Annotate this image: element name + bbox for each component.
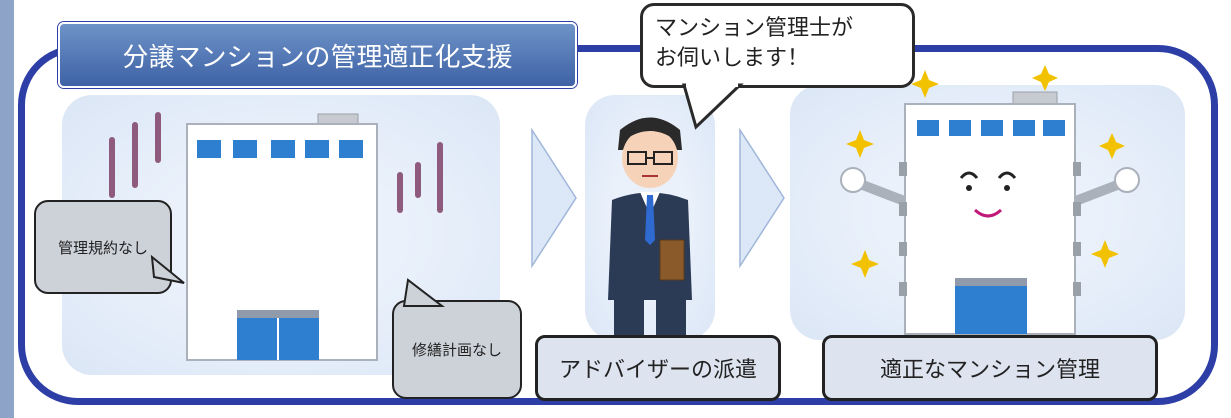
- advisor-dispatch-text: アドバイザーの派遣: [558, 358, 757, 383]
- speech-line-1: マンション管理士が: [655, 16, 854, 41]
- page-title: 分譲マンションの管理適正化支援: [58, 22, 577, 88]
- arrow-1-icon: [531, 127, 577, 269]
- outer-frame: [18, 45, 1218, 405]
- bubble-tail-icon: [402, 278, 445, 307]
- bubble-no-rules: 管理規約なし: [34, 200, 172, 294]
- bubble-tail-icon: [150, 254, 185, 284]
- sparkle-icon: [846, 65, 1125, 278]
- bubble-no-repair-plan-text: 修繕計画なし: [411, 341, 502, 359]
- proper-management-text: 適正なマンション管理: [879, 358, 1100, 383]
- left-edge-strip: [0, 0, 14, 418]
- page-title-text: 分譲マンションの管理適正化支援: [122, 42, 513, 73]
- advisor-person-icon: [608, 117, 692, 348]
- bubble-no-repair-plan: 修繕計画なし: [392, 300, 522, 399]
- arrow-2-icon: [739, 127, 785, 269]
- speech-line-2: お伺いします！: [655, 46, 810, 71]
- gloom-lines-icon: [109, 112, 443, 213]
- bubble-no-rules-text: 管理規約なし: [57, 238, 148, 257]
- happy-building-icon: [840, 91, 1140, 335]
- proper-management-label: 適正なマンション管理: [822, 335, 1158, 401]
- advisor-speech-bubble: マンション管理士が お伺いします！: [640, 3, 915, 88]
- speech-tail-icon: [682, 81, 744, 130]
- advisor-dispatch-label: アドバイザーの派遣: [535, 335, 781, 401]
- plain-building-icon: [186, 113, 378, 361]
